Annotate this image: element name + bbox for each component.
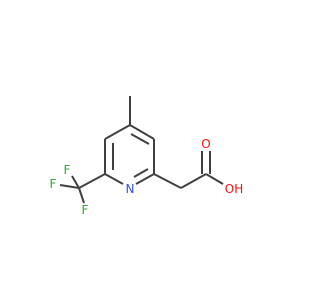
carbonyl-oxygen-label: O xyxy=(201,137,210,151)
bond-ch2-cooh xyxy=(180,173,207,189)
bond-c-oh xyxy=(205,173,224,185)
fluorine-left-label: F xyxy=(50,177,57,191)
bond-c6-cf3 xyxy=(78,173,106,189)
bond-c4-c3 xyxy=(129,124,155,140)
bond-c5-c4 xyxy=(104,124,131,140)
bond-n-c6 xyxy=(104,173,124,185)
hydroxyl-label: OH xyxy=(225,182,243,196)
fluorine-top-label: F xyxy=(64,163,71,177)
bond-cf3-f-top xyxy=(71,175,80,189)
bond-c2-ch2 xyxy=(153,173,182,189)
structure-diagram: N O OH F F F xyxy=(50,96,243,217)
bond-cf3-f-bottom xyxy=(78,187,85,204)
fluorine-bottom-label: F xyxy=(82,203,89,217)
bond-c2-n xyxy=(135,173,155,185)
bond-cf3-f-left xyxy=(59,184,80,189)
bond-c2-n-inner xyxy=(133,168,149,178)
nitrogen-label: N xyxy=(126,182,135,196)
bond-c4-c3-inner xyxy=(130,133,150,145)
